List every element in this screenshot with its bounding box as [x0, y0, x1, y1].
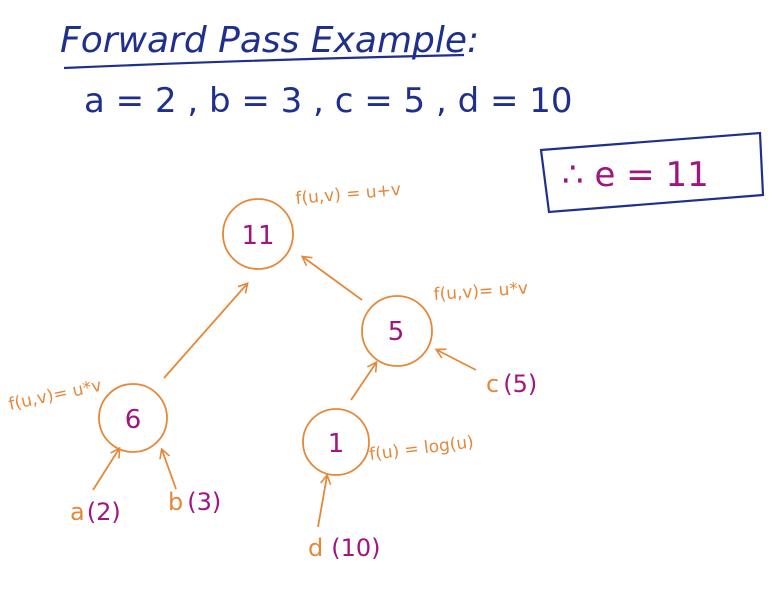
node-top-function: f(u,v) = u+v: [295, 180, 402, 209]
leaf-b-name: b: [168, 488, 183, 516]
node-left-function: f(u,v)= u*v: [7, 376, 104, 415]
result-box: [539, 131, 765, 214]
leaf-a: a(2): [70, 498, 121, 526]
edge-c-to-mult: [434, 348, 477, 371]
edge-a-to-left: [92, 446, 121, 491]
leaf-d-value: (10): [331, 534, 380, 562]
node-left-circle: [98, 383, 168, 453]
edge-b-to-left: [159, 447, 177, 490]
leaf-d: d (10): [308, 534, 381, 562]
given-values: a = 2 , b = 3 , c = 5 , d = 10: [84, 81, 573, 121]
page-title: Forward Pass Example:: [60, 20, 479, 61]
leaf-b-value: (3): [187, 488, 221, 516]
leaf-d-name: d: [308, 534, 323, 562]
leaf-b: b(3): [168, 488, 221, 516]
result-text: ∴ e = 11: [562, 155, 709, 195]
node-mult-function: f(u,v)= u*v: [433, 278, 529, 305]
edge-left-to-top: [163, 282, 249, 379]
title-underline: [63, 53, 465, 70]
node-log-circle: [302, 408, 370, 476]
node-log-value: 1: [328, 429, 345, 459]
edge-log-to-mult: [350, 360, 378, 401]
leaf-c-name: c: [486, 370, 499, 398]
edge-d-to-log: [317, 473, 332, 528]
leaf-a-value: (2): [87, 498, 121, 526]
node-mult-circle: [361, 295, 433, 367]
node-top-circle: [222, 198, 294, 270]
node-log-function: f(u) = log(u): [368, 432, 475, 465]
node-mult-value: 5: [388, 317, 405, 347]
node-left-value: 6: [125, 405, 142, 435]
leaf-c-value: (5): [503, 370, 537, 398]
leaf-c: c(5): [486, 370, 537, 398]
leaf-a-name: a: [70, 498, 85, 526]
edge-mult-to-top: [300, 255, 363, 301]
node-top-value: 11: [241, 221, 274, 251]
